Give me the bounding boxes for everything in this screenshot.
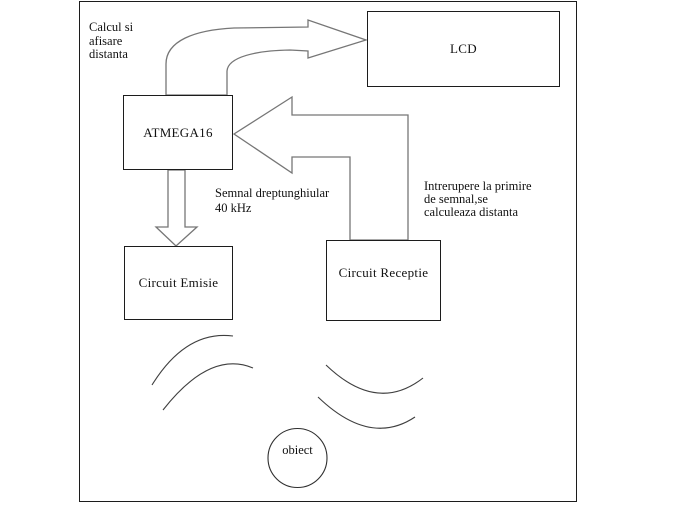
emission-wave-arc-inner — [162, 363, 254, 411]
block-circuit-emisie-label: Circuit Emisie — [138, 275, 219, 290]
reception-wave-arc-outer — [317, 396, 416, 429]
annotation-semnal-dreptunghiular: Semnal dreptunghiular 40 kHz — [215, 186, 330, 215]
block-arrow-mcu-to-emitter — [154, 169, 199, 247]
diagram-frame — [79, 1, 577, 502]
block-atmega16: ATMEGA16 — [123, 95, 233, 170]
block-lcd-label: LCD — [450, 41, 477, 56]
annotation-calcul-afisare-distanta: Calcul si afisare distanta — [89, 20, 134, 61]
object-circle — [267, 427, 328, 489]
emission-wave-arc-outer — [151, 334, 234, 386]
block-circuit-receptie-label: Circuit Receptie — [338, 265, 429, 280]
annotation-intrerupere-primire: Intrerupere la primire de semnal,se calc… — [424, 179, 532, 219]
block-circuit-emisie: Circuit Emisie — [124, 246, 233, 320]
reception-wave-arc-inner — [325, 364, 424, 394]
block-atmega16-label: ATMEGA16 — [143, 124, 213, 140]
block-circuit-receptie: Circuit Receptie — [326, 240, 441, 321]
object-label: obiect — [282, 443, 313, 457]
block-lcd: LCD — [367, 11, 560, 87]
curved-block-arrow-mcu-to-lcd — [165, 19, 369, 96]
